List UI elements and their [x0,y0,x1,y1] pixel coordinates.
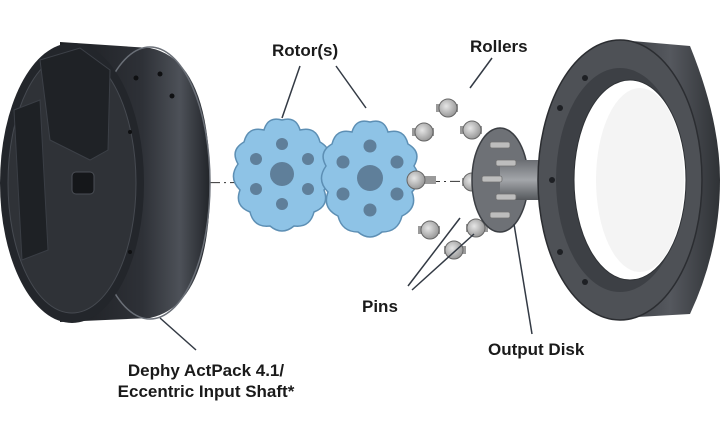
rotor-1 [232,118,332,232]
label-pins: Pins [362,297,398,316]
label-rotors: Rotor(s) [272,41,339,60]
rollers-group [406,98,488,260]
label-rollers: Rollers [470,37,528,56]
rotor-2 [320,120,420,238]
roller [406,170,436,190]
actpack-leader [159,317,197,351]
pins-leader-2 [411,233,475,291]
roller [412,122,434,142]
label-actpack: Dephy ActPack 4.1/ Eccentric Input Shaft… [96,360,316,402]
label-actpack-line2: Eccentric Input Shaft* [117,382,295,401]
label-actpack-line1: Dephy ActPack 4.1/ [127,361,285,380]
actpack-housing [0,42,211,323]
pins-leader-1 [407,217,461,287]
roller [466,218,488,238]
output-disk-leader [513,223,533,335]
roller [418,220,440,240]
rotor-leader-1 [281,65,301,119]
label-output-disk: Output Disk [488,340,585,359]
leader-lines [159,57,533,351]
roller [460,120,482,140]
rollers-leader [469,57,493,89]
roller [436,98,458,118]
output-housing [537,39,720,321]
rotor-leader-2 [335,65,367,109]
roller [444,240,466,260]
